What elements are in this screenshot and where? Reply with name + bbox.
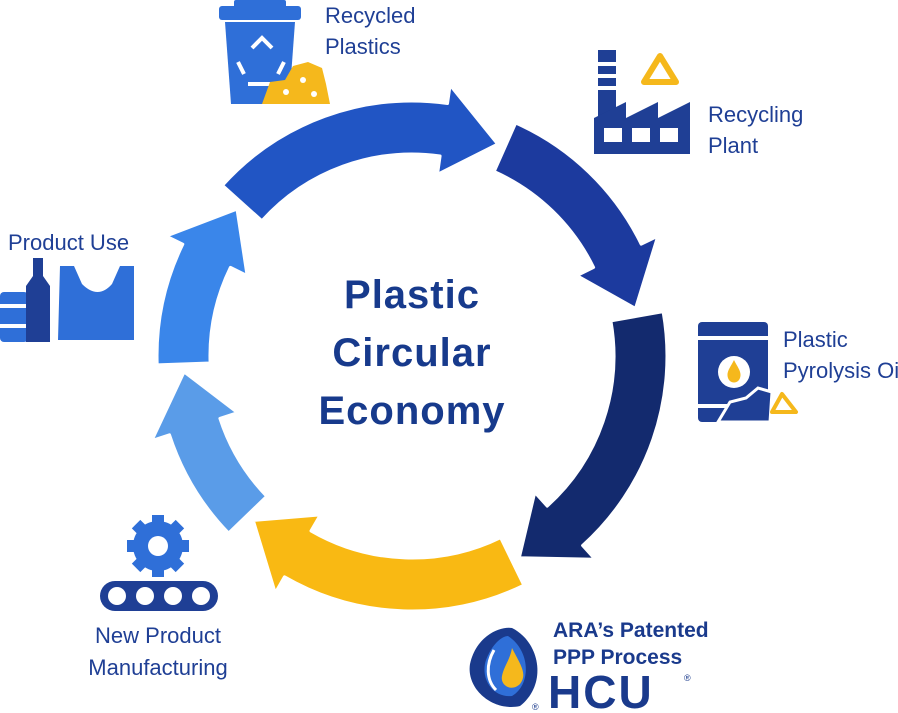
- recycling-plant-label-2: Plant: [708, 133, 758, 158]
- pyrolysis-oil-label-1: Plastic: [783, 327, 848, 352]
- center-title-line3: Economy: [318, 389, 505, 433]
- bottle-bag-icon: [0, 258, 134, 342]
- hcu-brand: HCU: [548, 666, 654, 713]
- recycled-plastics-label-1: Recycled: [325, 3, 415, 28]
- arrow-left: [155, 207, 249, 367]
- manufacturing-label-1: New Product: [95, 623, 221, 648]
- hcu-logo-icon: [469, 627, 538, 707]
- pyrolysis-oil-label-2: Pyrolysis Oil: [783, 358, 898, 383]
- gear-conveyor-icon: [100, 515, 218, 611]
- arrow-right: [517, 310, 669, 561]
- arrow-left-bottom: [150, 370, 269, 535]
- center-title: Plastic Circular Economy: [318, 273, 505, 433]
- process-label-2: PPP Process: [553, 646, 682, 669]
- factory-icon: [594, 50, 690, 154]
- center-title-line2: Circular: [332, 331, 491, 375]
- arrow-right-top: [492, 121, 660, 310]
- center-title-line1: Plastic: [344, 273, 480, 317]
- arrow-top: [221, 83, 500, 223]
- hcu-logo-mark: ®: [532, 702, 539, 712]
- recycled-plastics-label-2: Plastics: [325, 34, 401, 59]
- recycle-bin-icon: [219, 0, 330, 104]
- oil-barrel-icon: [698, 322, 798, 424]
- cycle-ring: [150, 83, 669, 613]
- arrow-bottom: [251, 513, 526, 613]
- product-use-label: Product Use: [8, 230, 129, 255]
- hcu-registered-mark: ®: [684, 673, 691, 683]
- recycling-plant-label-1: Recycling: [708, 102, 803, 127]
- process-label-1: ARA’s Patented: [553, 619, 709, 642]
- manufacturing-label-2: Manufacturing: [88, 655, 227, 680]
